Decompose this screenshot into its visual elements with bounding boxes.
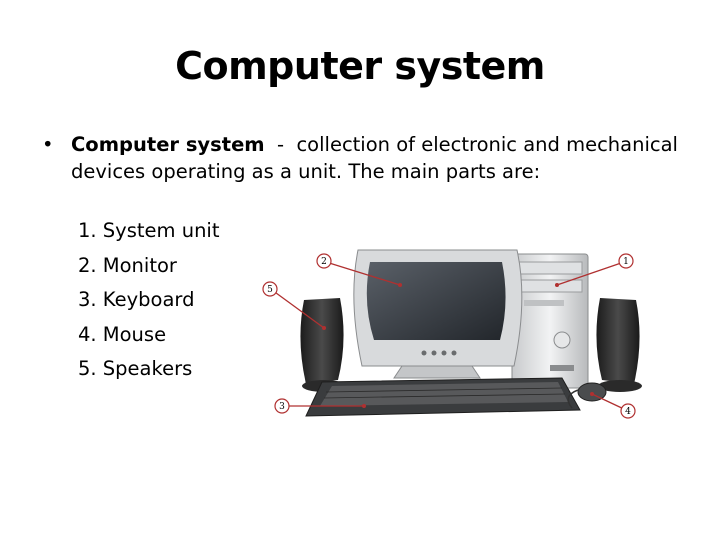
callout-label-3: 3 [279,402,285,412]
callout-line-1 [556,261,625,286]
computer-illustration: 1 2 3 4 5 [262,249,642,419]
list-item: 5. Speakers [78,357,193,380]
callout-5: 5 [262,281,278,297]
definition-term: Computer system [71,133,265,156]
speaker-left [300,298,346,392]
keyboard [305,377,581,417]
list-item: 4. Mouse [78,322,167,346]
callout-label-4: 4 [625,407,631,417]
callout-label-5: 5 [267,285,273,295]
definition-body: - collection of electronic and mechanica… [71,133,685,183]
page-title: Computer system [175,44,545,88]
monitor [353,249,523,379]
callout-3: 3 [274,398,290,414]
parts-list: 1. System unit 2. Monitor 3. Keyboard 4.… [78,214,220,387]
list-item: 2. Monitor [78,253,177,277]
callout-2: 2 [316,253,332,269]
list-item: 3. Keyboard [78,288,195,311]
callout-line-4 [591,393,627,411]
definition-text: Computer system - collection of electron… [71,131,681,185]
list-item: 1. System unit [78,219,220,242]
callout-label-2: 2 [321,257,327,267]
callout-line-2 [325,261,401,286]
bullet-icon: • [42,133,54,156]
callout-1: 1 [618,253,634,269]
callout-4: 4 [620,403,636,419]
callout-label-1: 1 [623,257,629,267]
speaker-right [596,298,642,392]
callout-line-5 [271,289,325,329]
system-unit [511,253,589,389]
